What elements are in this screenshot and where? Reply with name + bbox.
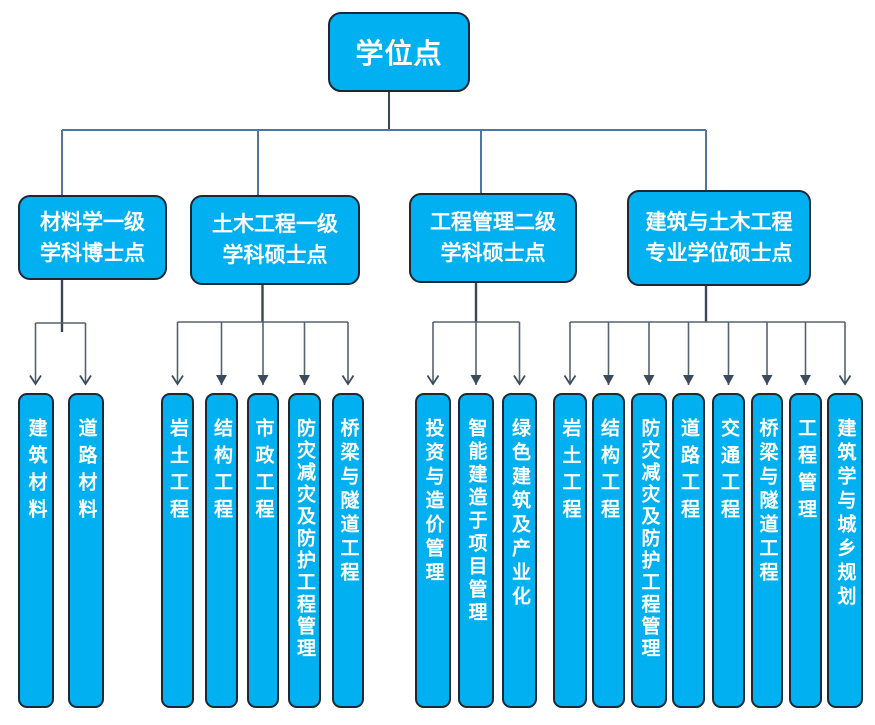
leaf-node-label: 岩土工程 xyxy=(559,418,581,526)
leaf-node-label: 桥梁与隧道工程 xyxy=(337,418,359,586)
leaf-node: 投资与造价管理 xyxy=(415,393,451,708)
branch-node-label: 建筑与土木工程 专业学位硕士点 xyxy=(645,211,793,265)
leaf-node-label: 桥梁与隧道工程 xyxy=(756,418,778,586)
root-node: 学位点 xyxy=(328,12,470,92)
leaf-node: 桥梁与隧道工程 xyxy=(751,393,783,708)
leaf-node: 道路材料 xyxy=(68,393,104,708)
leaf-node: 智能建造于项目管理 xyxy=(458,393,494,708)
connector-root-to-branches xyxy=(61,92,707,195)
connector-branch3-to-leaves xyxy=(426,283,526,386)
leaf-node-label: 绿色建筑及产业化 xyxy=(509,418,530,610)
leaf-node: 防灾减灾及防护工程管理 xyxy=(288,393,321,708)
connector-branch1-to-leaves xyxy=(29,280,92,386)
root-node-label: 学位点 xyxy=(355,38,443,69)
leaf-node-label: 结构工程 xyxy=(211,418,232,526)
leaf-node: 岩土工程 xyxy=(553,393,587,708)
leaf-node-label: 智能建造于项目管理 xyxy=(465,418,487,625)
leaf-node: 绿色建筑及产业化 xyxy=(502,393,537,708)
branch-node-label: 土木工程一级 学科硕士点 xyxy=(212,213,338,267)
leaf-node: 交通工程 xyxy=(712,393,745,708)
leaf-node-label: 道路材料 xyxy=(75,418,97,526)
leaf-node: 道路工程 xyxy=(672,393,705,708)
leaf-node: 结构工程 xyxy=(592,393,625,708)
leaf-node-label: 建筑材料 xyxy=(25,418,47,526)
leaf-node-label: 市政工程 xyxy=(252,418,274,526)
leaf-node-label: 结构工程 xyxy=(598,418,619,526)
leaf-node: 建筑材料 xyxy=(18,393,54,708)
leaf-node: 桥梁与隧道工程 xyxy=(332,393,364,708)
leaf-node-label: 交通工程 xyxy=(718,418,739,526)
leaf-node: 市政工程 xyxy=(247,393,279,708)
leaf-node-label: 投资与造价管理 xyxy=(422,418,444,586)
connector-branch2-to-leaves xyxy=(171,285,355,386)
leaf-node-label: 工程管理 xyxy=(795,418,816,526)
branch-node-eng-management-masters: 工程管理二级 学科硕士点 xyxy=(409,193,577,283)
branch-node-civil-eng-masters: 土木工程一级 学科硕士点 xyxy=(190,195,360,285)
branch-node-arch-civil-professional-masters: 建筑与土木工程 专业学位硕士点 xyxy=(627,190,811,286)
leaf-node: 建筑学与城乡规划 xyxy=(827,393,863,708)
branch-node-label: 材料学一级 学科博士点 xyxy=(40,210,145,265)
leaf-node-label: 道路工程 xyxy=(678,418,699,526)
leaf-node-label: 防灾减灾及防护工程管理 xyxy=(294,418,315,660)
leaf-node-label: 防灾减灾及防护工程管理 xyxy=(638,418,660,660)
leaf-node-label: 建筑学与城乡规划 xyxy=(834,418,856,610)
branch-node-label: 工程管理二级 学科硕士点 xyxy=(430,211,556,265)
leaf-node: 结构工程 xyxy=(205,393,238,708)
leaf-node: 防灾减灾及防护工程管理 xyxy=(631,393,667,708)
leaf-node-label: 岩土工程 xyxy=(167,418,188,526)
branch-node-materials-doctoral: 材料学一级 学科博士点 xyxy=(18,195,167,280)
leaf-node: 岩土工程 xyxy=(161,393,194,708)
leaf-node: 工程管理 xyxy=(789,393,822,708)
connector-branch4-to-leaves xyxy=(563,286,852,386)
